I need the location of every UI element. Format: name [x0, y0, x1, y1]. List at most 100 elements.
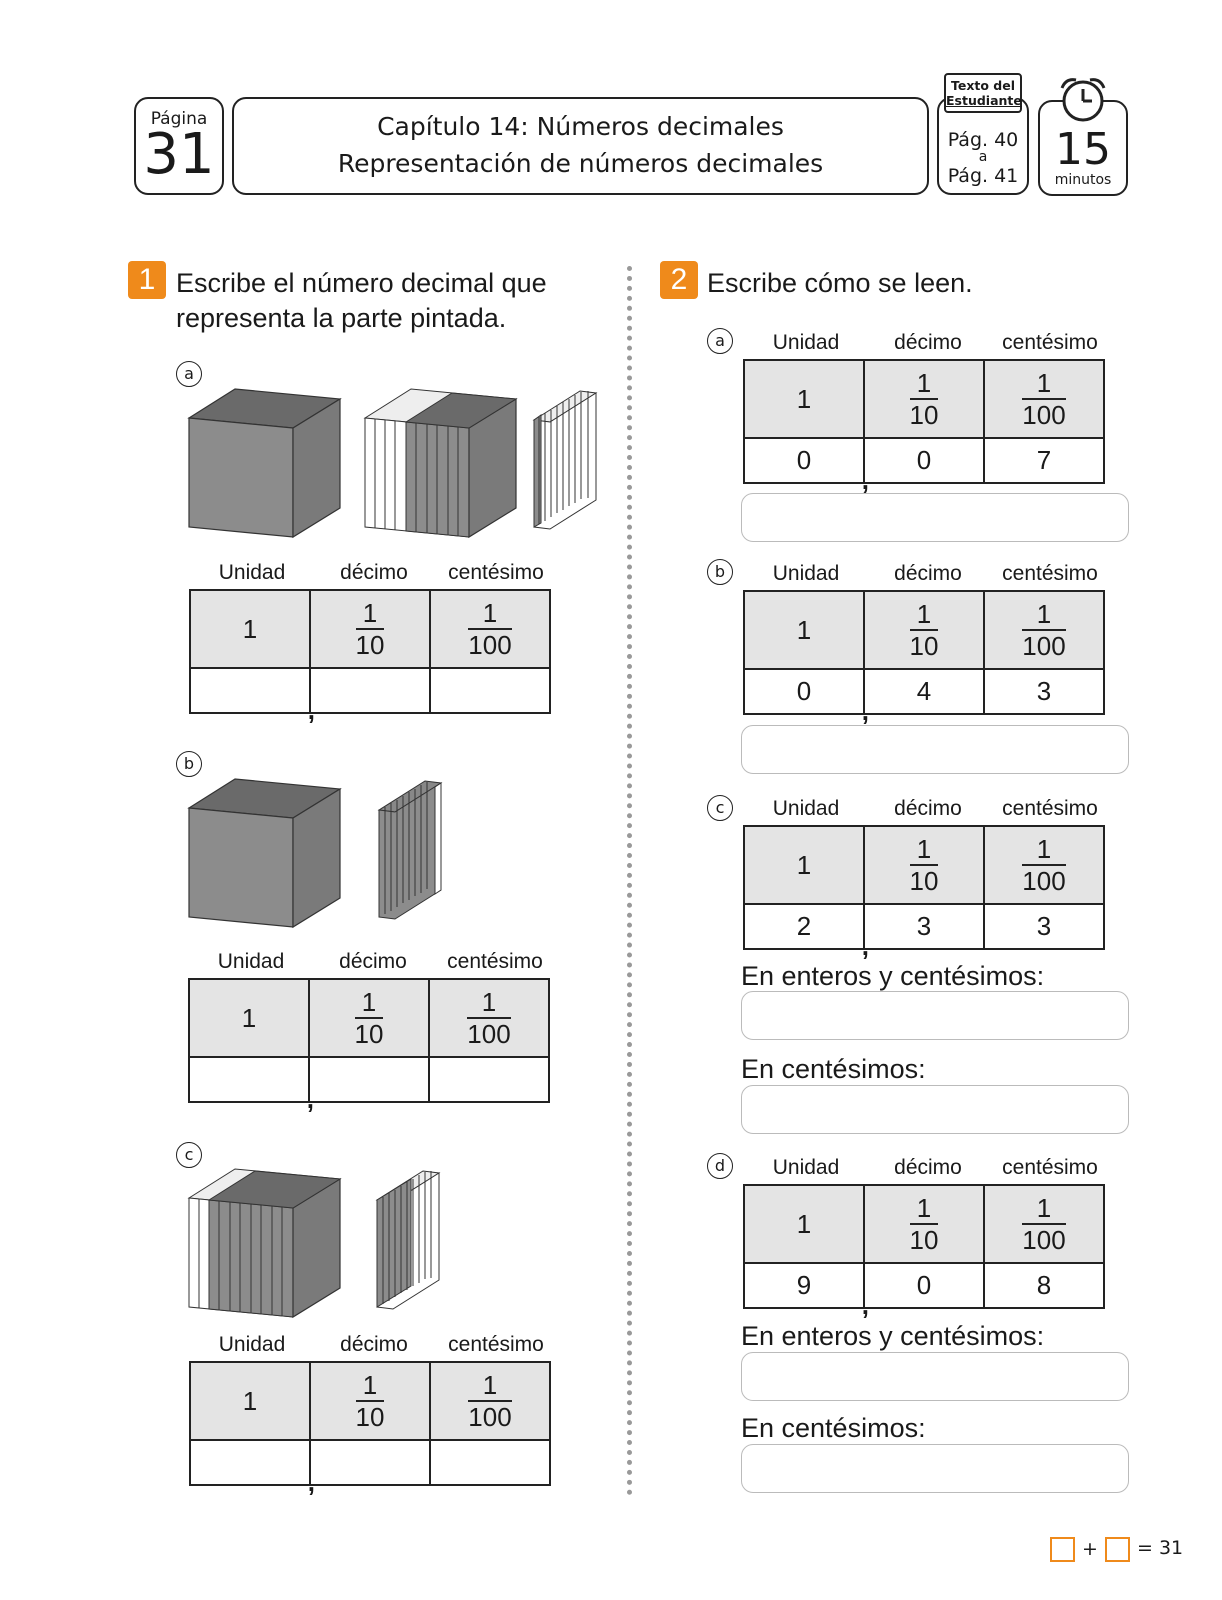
minutes-value: 15: [1055, 124, 1111, 175]
item-2d-col-centesimo: centésimo: [1002, 1156, 1098, 1179]
unit-header-cell: 1: [743, 359, 865, 439]
tenth-value-cell: 3: [863, 903, 985, 950]
item-1b-col-unidad: Unidad: [217, 950, 285, 973]
page-number-box: Página 31: [134, 97, 224, 195]
rods-figure: [375, 1170, 441, 1310]
tenth-answer-cell[interactable]: [309, 1439, 431, 1486]
tenth-value-cell: 4: [863, 668, 985, 715]
chapter-title: Capítulo 14: Números decimales: [377, 112, 784, 141]
item-1b-blocks-figure: [187, 778, 443, 929]
unit-header-cell: 1: [189, 589, 311, 669]
unit-header-cell: 1: [743, 1184, 865, 1264]
item-2d-centesimos-answer-box[interactable]: [741, 1444, 1129, 1493]
item-1a-blocks-figure: [187, 388, 598, 539]
chapter-title-box: Capítulo 14: Números decimales Represent…: [232, 97, 929, 195]
hundredth-answer-cell[interactable]: [429, 1439, 551, 1486]
unit-header-cell: 1: [188, 978, 310, 1058]
unit-answer-cell[interactable]: ,: [189, 1439, 315, 1495]
tenth-value-cell: 0: [863, 1262, 985, 1309]
hundredth-answer-cell[interactable]: [429, 667, 551, 714]
item-1c-col-centesimo: centésimo: [448, 1333, 544, 1356]
item-1b-col-centesimo: centésimo: [447, 950, 543, 973]
time-box: 15 minutos: [1038, 100, 1128, 196]
book-icon: Texto del Estudiante: [944, 73, 1022, 113]
minutes-label: minutos: [1054, 172, 1112, 188]
item-1a-letter: a: [176, 361, 202, 387]
item-2a-answer-box[interactable]: [741, 493, 1129, 542]
footer-equals: = 31: [1137, 1537, 1184, 1559]
unit-answer-cell[interactable]: ,: [189, 667, 315, 723]
item-1a-col-decimo: décimo: [340, 561, 408, 584]
hundredth-value-cell: 3: [983, 668, 1105, 715]
column-divider: [627, 266, 632, 1496]
page-number: 31: [143, 122, 215, 187]
slab-cube-figure: [187, 1168, 342, 1319]
item-1c-col-unidad: Unidad: [218, 1333, 286, 1356]
book-text-line2: Estudiante: [946, 93, 1022, 108]
pag-to: Pág. 41: [947, 165, 1019, 187]
item-1a-col-unidad: Unidad: [218, 561, 286, 584]
unit-header-cell: 1: [743, 590, 865, 670]
item-2b-col-decimo: décimo: [894, 562, 962, 585]
chapter-subtitle: Representación de números decimales: [337, 149, 824, 178]
unit-header-cell: 1: [743, 825, 865, 905]
hundredth-value-cell: 8: [983, 1262, 1105, 1309]
alarm-clock-icon: [1060, 78, 1106, 122]
pag-from: Pág. 40: [947, 129, 1019, 151]
item-2c-centesimos-label: En centésimos:: [741, 1054, 926, 1084]
slab-cube-figure: [363, 388, 518, 539]
hundredth-value-cell: 7: [983, 437, 1105, 484]
item-1c-blocks-figure: [187, 1168, 441, 1319]
item-2c-centesimos-answer-box[interactable]: [741, 1085, 1129, 1134]
tenth-answer-cell[interactable]: [309, 667, 431, 714]
item-1c-letter: c: [176, 1142, 202, 1168]
rods-figure: [532, 390, 598, 530]
unit-value-cell: 2,: [743, 903, 869, 959]
footer-plus: +: [1082, 1538, 1098, 1560]
hundredth-answer-cell[interactable]: [428, 1056, 550, 1103]
item-2d-centesimos-label: En centésimos:: [741, 1413, 926, 1443]
hundredth-value-cell: 3: [983, 903, 1105, 950]
item-1c-col-decimo: décimo: [340, 1333, 408, 1356]
item-2d-col-decimo: décimo: [894, 1156, 962, 1179]
unit-value-cell: 0,: [743, 668, 869, 724]
tenth-answer-cell[interactable]: [308, 1056, 430, 1103]
item-2d-col-unidad: Unidad: [772, 1156, 840, 1179]
unit-header-cell: 1: [189, 1361, 311, 1441]
item-2a-letter: a: [707, 328, 733, 354]
item-2d-letter: d: [707, 1153, 733, 1179]
item-2c-col-decimo: décimo: [894, 797, 962, 820]
item-2a-col-decimo: décimo: [894, 331, 962, 354]
item-2b-col-centesimo: centésimo: [1002, 562, 1098, 585]
rods-figure: [377, 780, 443, 920]
book-text-line1: Texto del: [950, 78, 1016, 93]
item-2c-col-unidad: Unidad: [772, 797, 840, 820]
tenth-value-cell: 0: [863, 437, 985, 484]
exercise-1-line1: Escribe el número decimal que: [176, 268, 547, 298]
item-2b-answer-box[interactable]: [741, 725, 1129, 774]
item-2c-enteros-answer-box[interactable]: [741, 991, 1129, 1040]
item-2c-letter: c: [707, 795, 733, 821]
unit-answer-cell[interactable]: ,: [188, 1056, 314, 1112]
footer-box-2: [1105, 1537, 1130, 1562]
footer-box-1: [1050, 1537, 1075, 1562]
item-2d-enteros-answer-box[interactable]: [741, 1352, 1129, 1401]
exercise-1-badge: 1: [128, 261, 166, 299]
item-1b-letter: b: [176, 751, 202, 777]
